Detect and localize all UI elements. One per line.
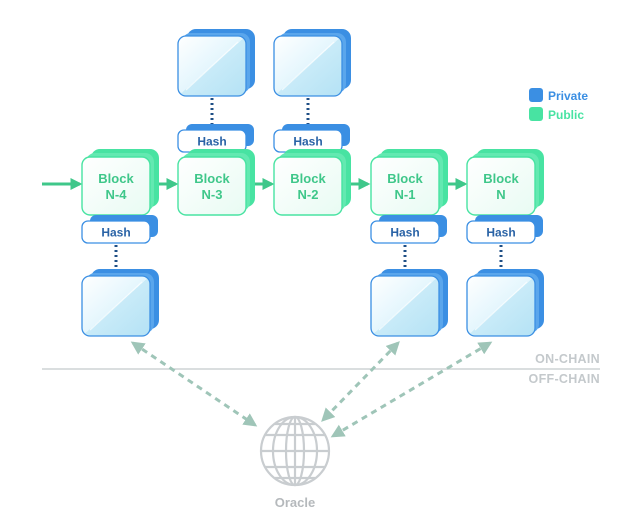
hash-box: Hash: [466, 215, 543, 244]
block-title: Block: [194, 171, 230, 186]
data-cube: [273, 29, 351, 97]
block-title: Block: [483, 171, 519, 186]
oracle-link-n4: [130, 341, 258, 427]
block-number: N-1: [395, 187, 416, 202]
oracle-link-n1: [321, 341, 400, 422]
legend-public-label: Public: [548, 108, 584, 122]
data-cube: [177, 29, 255, 97]
block-number: N-4: [106, 187, 128, 202]
block-number: N: [496, 187, 505, 202]
legend: Private Public: [529, 88, 588, 122]
data-cube: [81, 269, 159, 337]
hash-box: Hash: [177, 124, 254, 153]
hash-box: Hash: [370, 215, 447, 244]
legend-private-swatch: [529, 88, 543, 102]
block-number: N-3: [202, 187, 223, 202]
block-columns: BlockN-4HashHashBlockN-3HashBlockN-2Bloc…: [81, 29, 544, 337]
block-number: N-2: [298, 187, 319, 202]
block-title: Block: [290, 171, 326, 186]
hash-label: Hash: [101, 226, 130, 240]
hash-box: Hash: [81, 215, 158, 244]
data-cube: [370, 269, 448, 337]
data-cube: [466, 269, 544, 337]
off-chain-label: OFF-CHAIN: [529, 372, 600, 386]
oracle-label: Oracle: [275, 495, 315, 510]
hash-label: Hash: [197, 135, 226, 149]
oracle: Oracle: [259, 415, 331, 510]
hash-label: Hash: [293, 135, 322, 149]
hash-label: Hash: [486, 226, 515, 240]
on-chain-label: ON-CHAIN: [535, 352, 600, 366]
globe-icon: [259, 415, 331, 487]
hash-label: Hash: [390, 226, 419, 240]
legend-public-swatch: [529, 107, 543, 121]
hash-box: Hash: [273, 124, 350, 153]
block-title: Block: [387, 171, 423, 186]
block-title: Block: [98, 171, 134, 186]
legend-private-label: Private: [548, 89, 588, 103]
oracle-links: [130, 341, 493, 438]
oracle-link-n: [330, 341, 493, 438]
chain-boundary: ON-CHAIN OFF-CHAIN: [42, 352, 600, 386]
